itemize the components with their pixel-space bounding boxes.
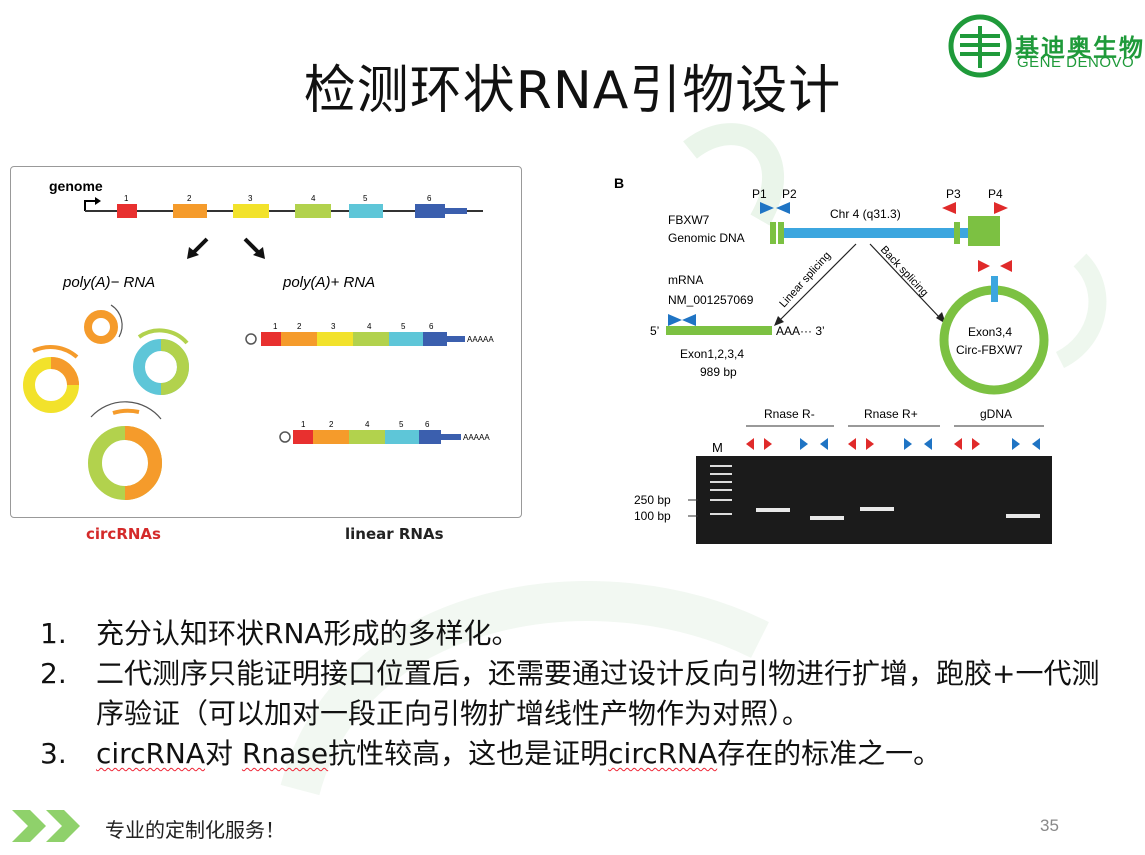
panel-b-figure: B P1 P2 P3 P4 FBXW7 Genomic DNA Chr 4 (q… [614, 175, 1052, 544]
svg-text:250 bp: 250 bp [634, 493, 671, 507]
footer-slogan: 专业的定制化服务！ [105, 818, 285, 842]
svg-text:AAA··· 3’: AAA··· 3’ [776, 324, 825, 338]
exon-num: 6 [427, 194, 432, 203]
exon-num: 1 [124, 194, 129, 203]
svg-text:100 bp: 100 bp [634, 509, 671, 523]
linear-rna-1: 1 2 3 4 5 6 AAAAA [245, 322, 494, 346]
svg-text:989 bp: 989 bp [700, 365, 737, 379]
svg-text:P4: P4 [988, 187, 1003, 201]
svg-text:FBXW7: FBXW7 [668, 213, 710, 227]
gel-primer-arrows [746, 438, 1040, 450]
linear-rnas-caption: linear RNAs [345, 525, 444, 543]
polyA-plus-label: poly(A)+ RNA [282, 274, 375, 291]
page-number: 35 [1040, 816, 1059, 835]
svg-text:P1: P1 [752, 187, 767, 201]
svg-text:4: 4 [365, 420, 370, 429]
svg-text:4: 4 [367, 322, 372, 331]
exon-num: 4 [311, 194, 316, 203]
polya-tail: AAAAA [467, 335, 494, 344]
svg-text:3: 3 [331, 322, 336, 331]
list-item: 1. 充分认知环状RNA形成的多样化。 [40, 617, 520, 650]
svg-text:gDNA: gDNA [980, 407, 1012, 421]
svg-text:Genomic DNA: Genomic DNA [668, 231, 745, 245]
list-item: 3. circRNA对 Rnase抗性较高，这也是证明circRNA存在的标准之… [40, 737, 942, 770]
circrna-large [88, 401, 162, 500]
circrna-small [84, 304, 123, 344]
svg-text:Exon1,2,3,4: Exon1,2,3,4 [680, 347, 744, 361]
svg-text:Rnase R-: Rnase R- [764, 407, 815, 421]
circrna-medium-left [23, 345, 79, 413]
circrna-medium-right [133, 328, 189, 395]
svg-text:5: 5 [401, 322, 406, 331]
svg-text:2: 2 [297, 322, 302, 331]
panel-a-diagram: genome 1 2 3 4 5 6 poly(A)− RNA poly(A)+… [23, 178, 494, 500]
exon-num: 2 [187, 194, 192, 203]
svg-text:Rnase R+: Rnase R+ [864, 407, 918, 421]
logo-text-cn: 基迪奥生物 [1015, 34, 1145, 62]
list-item: 2. 二代测序只能证明接口位置后，还需要通过设计反向引物进行扩增，跑胶+一代测序… [40, 657, 1100, 730]
svg-text:P2: P2 [782, 187, 797, 201]
svg-text:Exon3,4: Exon3,4 [968, 325, 1012, 339]
logo-text-en: GENE DENOVO [1017, 54, 1135, 71]
svg-text:NM_001257069: NM_001257069 [668, 293, 754, 307]
gel-ladder [710, 465, 732, 515]
svg-text:AAAAA: AAAAA [463, 433, 490, 442]
company-logo [948, 14, 1012, 78]
gel-bands [756, 507, 1040, 520]
svg-text:M: M [712, 440, 723, 455]
svg-text:5’: 5’ [650, 324, 659, 338]
svg-text:Back splicing: Back splicing [878, 244, 931, 299]
genome-label: genome [49, 178, 103, 194]
circrnas-caption: circRNAs [86, 525, 161, 543]
exon-num: 5 [363, 194, 368, 203]
svg-text:5: 5 [399, 420, 404, 429]
svg-text:2: 2 [329, 420, 334, 429]
svg-text:Chr 4 (q31.3): Chr 4 (q31.3) [830, 207, 901, 221]
exon-num: 3 [248, 194, 253, 203]
svg-text:6: 6 [429, 322, 434, 331]
page-title: 检测环状RNA引物设计 [303, 61, 842, 121]
panel-a-figure: genome 1 2 3 4 5 6 poly(A)− RNA poly(A)+… [10, 166, 522, 518]
panel-b-label: B [614, 175, 624, 191]
svg-text:Circ-FBXW7: Circ-FBXW7 [956, 343, 1023, 357]
svg-text:1: 1 [273, 322, 278, 331]
svg-text:Linear splicing: Linear splicing [777, 250, 833, 310]
svg-text:1: 1 [301, 420, 306, 429]
svg-text:mRNA: mRNA [668, 273, 703, 287]
numbered-list: 1. 充分认知环状RNA形成的多样化。 2. 二代测序只能证明接口位置后，还需要… [40, 614, 1120, 774]
svg-text:P3: P3 [946, 187, 961, 201]
linear-rna-2: 1 2 4 5 6 AAAAA [279, 420, 490, 444]
gel-image [696, 456, 1052, 544]
svg-text:6: 6 [425, 420, 430, 429]
polyA-minus-label: poly(A)− RNA [62, 274, 155, 291]
chevron-right-icon [12, 810, 80, 842]
